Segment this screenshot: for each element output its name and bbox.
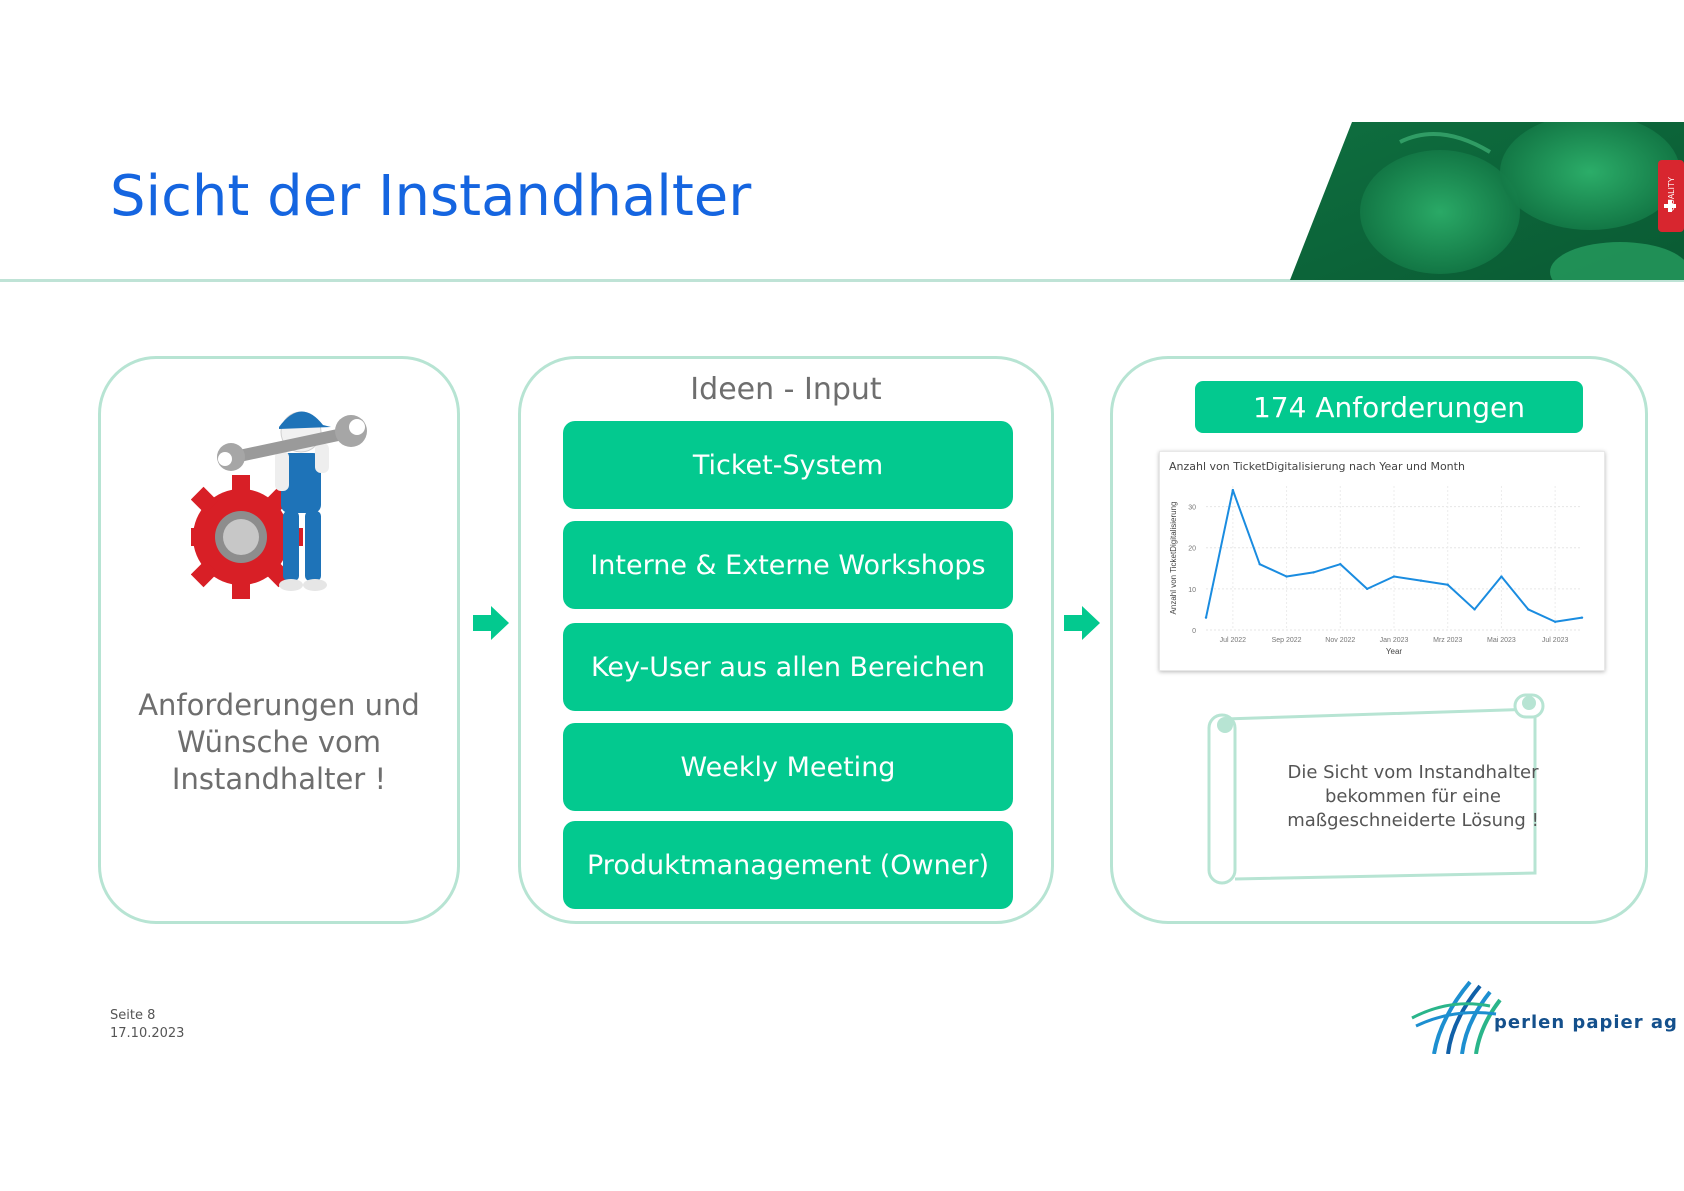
input-item-weekly-meeting: Weekly Meeting (563, 723, 1013, 811)
paper-roll-banner: QUALITY (1290, 122, 1684, 280)
chart-data-point (1527, 608, 1530, 611)
requirements-line-2: Wünsche vom (176, 725, 382, 759)
scroll-banner-icon (1207, 693, 1545, 885)
chart-x-tick-label: Jan 2023 (1380, 637, 1409, 644)
perlen-logo-icon (1411, 980, 1502, 1054)
page-date: 17.10.2023 (110, 1026, 185, 1041)
arrow-right-icon (473, 606, 509, 640)
arrow-right-icon (1064, 606, 1100, 640)
input-item-product-management: Produktmanagement (Owner) (563, 821, 1013, 909)
chart-data-point (1204, 616, 1208, 619)
chart-data-point (1473, 608, 1476, 611)
chart-data-point (1419, 579, 1423, 582)
chart-data-point (1285, 575, 1288, 578)
chart-x-tick-label: Jul 2023 (1542, 637, 1569, 644)
ticket-line-chart: Anzahl von TicketDigitalisierung nach Ye… (1159, 451, 1605, 671)
chart-x-axis-label: Year (1386, 647, 1403, 656)
chart-x-tick-label: Mrz 2023 (1433, 637, 1462, 644)
chart-data-point (1392, 575, 1396, 578)
page-title: Sicht der Instandhalter (110, 164, 752, 229)
ideas-input-panel: Ideen - Input Ticket-System Interne & Ex… (518, 356, 1054, 924)
requirements-line-3: Instandhalter ! (171, 762, 387, 796)
chart-title: Anzahl von TicketDigitalisierung nach Ye… (1169, 460, 1465, 473)
scroll-line-1: Die Sicht vom Instandhalter (1287, 762, 1539, 783)
chart-data-point (1446, 583, 1449, 586)
results-panel: 174 Anforderungen Anzahl von TicketDigit… (1110, 356, 1648, 924)
chart-y-axis-label: Anzahl von TicketDigitalisierung (1169, 502, 1178, 615)
scroll-line-3: maßgeschneiderte Lösung ! (1287, 810, 1539, 831)
chart-data-point (1312, 571, 1315, 574)
scroll-text: Die Sicht vom Instandhalter bekommen für… (1263, 761, 1563, 833)
chart-data-point (1365, 587, 1369, 591)
mechanic-with-gear-illustration (191, 411, 367, 599)
input-item-workshops: Interne & Externe Workshops (563, 521, 1013, 609)
page-number: Seite 8 (110, 1008, 156, 1023)
chart-x-tick-label: Sep 2022 (1272, 637, 1302, 644)
ideas-input-heading: Ideen - Input (690, 372, 882, 407)
chart-data-point (1258, 562, 1261, 566)
scroll-line-2: bekommen für eine (1325, 786, 1501, 807)
chart-data-point (1500, 575, 1503, 578)
chart-y-tick-label: 20 (1188, 546, 1196, 553)
requirements-text: Anforderungen und Wünsche vom Instandhal… (101, 687, 457, 798)
header-divider (0, 279, 1684, 282)
chart-data-point (1231, 488, 1235, 492)
requirements-panel: Anforderungen und Wünsche vom Instandhal… (98, 356, 460, 924)
requirements-count-badge: 174 Anforderungen (1195, 381, 1583, 433)
chart-data-point (1339, 562, 1342, 566)
chart-x-tick-label: Jul 2022 (1220, 637, 1247, 644)
chart-y-tick-label: 10 (1188, 587, 1196, 594)
chart-data-point (1580, 616, 1584, 619)
input-item-key-user: Key-User aus allen Bereichen (563, 623, 1013, 711)
company-name: perlen papier ag (1494, 1012, 1678, 1033)
input-item-ticket-system: Ticket-System (563, 421, 1013, 509)
wrench-icon (217, 415, 367, 471)
chart-y-tick-label: 0 (1192, 628, 1196, 635)
chart-x-tick-label: Nov 2022 (1325, 637, 1355, 644)
chart-data-point (1553, 620, 1557, 623)
requirements-line-1: Anforderungen und (138, 688, 420, 722)
quality-badge-label: QUALITY (1667, 176, 1676, 211)
chart-x-tick-label: Mai 2023 (1487, 637, 1516, 644)
chart-y-tick-label: 30 (1188, 505, 1196, 512)
